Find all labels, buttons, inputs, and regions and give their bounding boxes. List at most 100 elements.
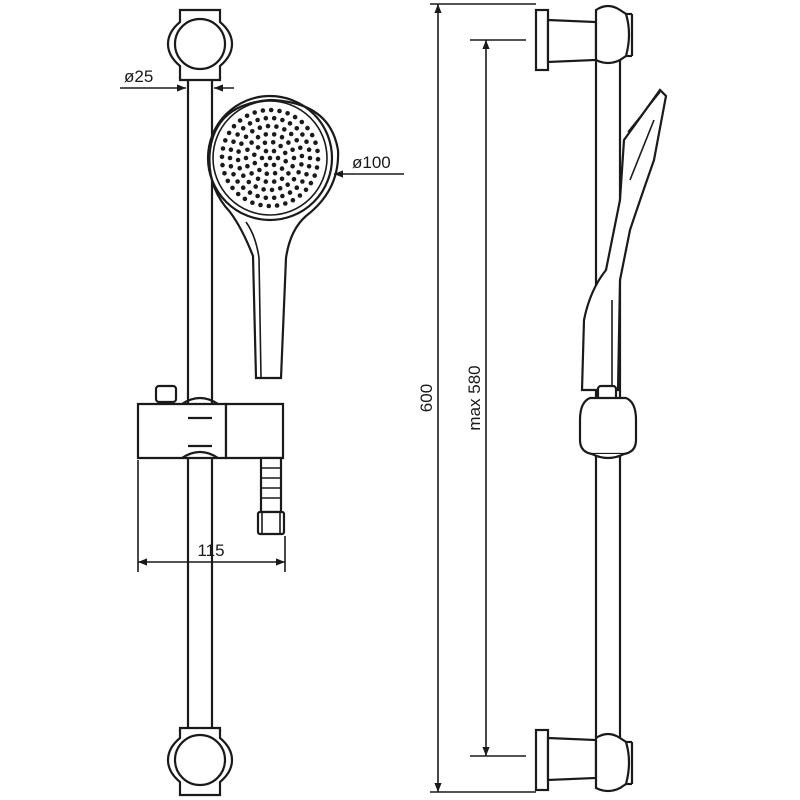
nozzle-dot [269,187,275,193]
nozzle-dot [267,155,273,161]
nozzle-dot [235,179,240,184]
nozzle-dot [307,155,313,161]
nozzle-dot [264,171,270,176]
nozzle-dot [263,195,269,201]
side-slider-holder [578,384,638,460]
nozzle-dot [286,140,291,145]
nozzle-dot [283,158,289,164]
nozzle-dot [253,184,258,189]
nozzle-dot [231,172,236,177]
nozzle-dot [220,162,225,168]
nozzle-dot [241,173,246,178]
nozzle-dot [250,200,255,205]
nozzle-dot [315,156,321,162]
nozzle-dot [308,180,314,186]
nozzle-dot [279,166,285,171]
nozzle-dot [263,162,269,168]
nozzle-dot [299,162,304,167]
nozzle-dot [304,139,309,144]
nozzle-dot [314,165,320,170]
nozzle-dot [263,132,269,137]
nozzle-dot [291,176,297,182]
nozzle-dot [297,193,303,198]
bottom-wall-bracket [166,726,234,797]
nozzle-dot [265,123,271,129]
nozzle-dot [255,117,260,123]
nozzle-dot [263,115,269,121]
nozzle-dot [257,125,263,130]
nozzle-dot [304,172,309,177]
nozzle-dot [288,131,294,137]
nozzle-dot [227,155,233,161]
nozzle-dot [287,190,293,195]
nozzle-dot [255,145,261,150]
nozzle-dot [226,130,232,136]
nozzle-dot [243,155,249,161]
nozzle-dot [255,193,260,199]
nozzle-dot [237,118,243,123]
nozzle-dot [290,163,295,169]
nozzle-dot [262,140,268,146]
nozzle-dot [250,129,255,134]
head-diameter-dimension: ø100 [334,153,404,178]
nozzle-dot [294,126,300,131]
nozzle-dot [255,176,261,182]
nozzle-dot [231,139,236,144]
nozzle-dot [271,162,277,168]
max-slide-label: max 580 [465,365,484,430]
nozzle-dot [257,167,262,173]
nozzle-dot [220,146,226,151]
nozzle-dot [243,134,249,140]
nozzle-dot [271,115,277,121]
nozzle-dot [285,182,291,187]
nozzle-dot [222,171,227,176]
nozzle-dot [277,186,283,191]
nozzle-dot [285,111,290,116]
nozzle-dot [225,178,231,184]
nozzle-dot [246,179,252,185]
overall-length-label: 600 [417,384,436,412]
nozzle-dot [249,140,254,145]
nozzle-dot [271,148,277,154]
nozzle-dot [299,119,305,125]
nozzle-pattern [219,107,321,209]
nozzle-dot [294,138,300,143]
side-view: 600 max 580 [417,3,668,793]
side-bottom-bracket [534,728,634,793]
nozzle-dot [235,191,241,197]
nozzle-dot [300,179,305,184]
nozzle-dot [240,126,246,131]
nozzle-dot [280,193,285,199]
nozzle-dot [219,154,225,160]
nozzle-dot [245,147,250,153]
nozzle-dot [283,201,288,206]
nozzle-dot [278,143,283,149]
nozzle-dot [303,187,309,193]
side-top-bracket [534,4,634,72]
nozzle-dot [230,185,235,191]
top-wall-bracket [166,8,234,82]
nozzle-dot [270,140,276,145]
nozzle-dot [282,150,288,156]
nozzle-dot [306,147,312,152]
nozzle-dot [242,196,248,202]
overall-length-dimension: 600 [417,3,536,793]
nozzle-dot [228,147,234,152]
side-shower-head [580,88,668,392]
nozzle-dot [279,176,285,182]
nozzle-dot [290,197,296,203]
nozzle-dot [277,108,282,114]
nozzle-dot [260,108,266,113]
nozzle-dot [244,113,250,119]
nozzle-dot [231,123,237,129]
nozzle-dot [291,155,297,161]
nozzle-dot [300,132,305,137]
nozzle-dot [275,155,281,161]
nozzle-dot [245,163,250,169]
nozzle-dot [255,134,261,140]
nozzle-dot [280,117,285,123]
nozzle-dot [261,187,266,192]
slider-depth-label: 115 [197,541,224,560]
max-slide-dimension: max 580 [465,39,526,757]
front-view: ø25 ø100 115 [120,8,404,797]
